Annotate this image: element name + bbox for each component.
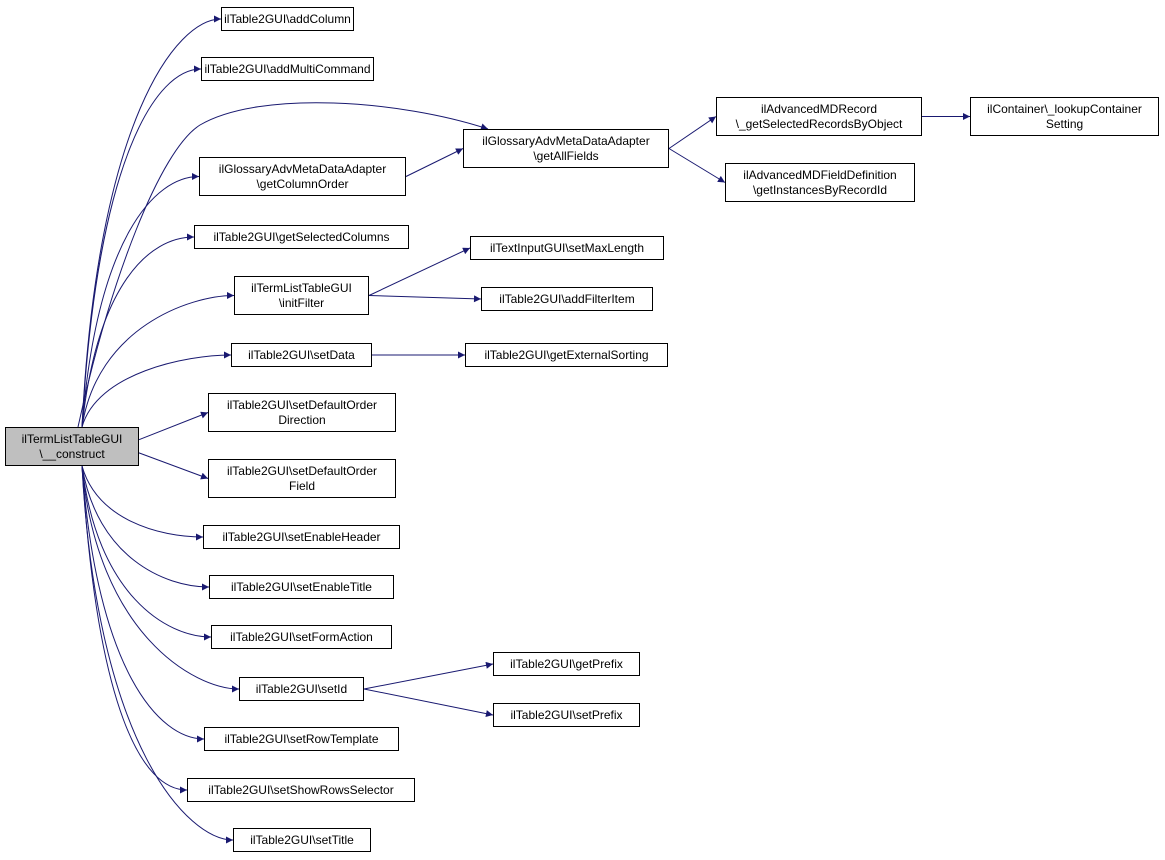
edge-root-to-addMultiCommand xyxy=(81,65,202,428)
node-add-multi-command[interactable]: ilTable2GUI\addMultiCommand xyxy=(201,57,374,81)
node-set-enable-title[interactable]: ilTable2GUI\setEnableTitle xyxy=(209,575,394,599)
node-label-line: \__construct xyxy=(39,446,105,461)
node-label-line: ilTable2GUI\setEnableHeader xyxy=(222,529,381,544)
edge-root-to-setTitle xyxy=(81,465,234,844)
edge-getAllFields-to-getSelectedRecordsByObject xyxy=(668,116,717,149)
node-get-selected-records-by-object[interactable]: ilAdvancedMDRecord\_getSelectedRecordsBy… xyxy=(716,97,922,136)
edge-root-to-setEnableTitle xyxy=(81,465,210,591)
edge-setId-to-getPrefix xyxy=(363,661,494,690)
edge-root-to-setData xyxy=(81,351,232,428)
node-get-selected-columns[interactable]: ilTable2GUI\getSelectedColumns xyxy=(194,225,409,249)
node-label-line: ilGlossaryAdvMetaDataAdapter xyxy=(482,133,650,148)
edge-root-to-setDefaultOrderField xyxy=(138,452,209,480)
node-set-id[interactable]: ilTable2GUI\setId xyxy=(239,677,364,701)
node-label-line: ilContainer\_lookupContainer xyxy=(987,101,1142,116)
edge-root-to-initFilter xyxy=(81,292,235,428)
edge-root-to-getSelectedColumns xyxy=(81,233,195,428)
node-label-line: \getColumnOrder xyxy=(256,176,349,191)
edge-initFilter-to-setMaxLength xyxy=(368,247,471,296)
node-init-filter[interactable]: ilTermListTableGUI\initFilter xyxy=(234,276,369,315)
node-set-max-length[interactable]: ilTextInputGUI\setMaxLength xyxy=(470,236,664,260)
node-label-line: ilTable2GUI\setDefaultOrder xyxy=(226,463,378,478)
node-label-line: \initFilter xyxy=(278,295,325,310)
node-get-instances-by-record-id[interactable]: ilAdvancedMDFieldDefinition\getInstances… xyxy=(725,163,915,202)
node-label-line: ilTable2GUI\setShowRowsSelector xyxy=(208,782,394,797)
node-label-line: \getInstancesByRecordId xyxy=(752,182,888,197)
node-label-line: ilTable2GUI\setRowTemplate xyxy=(224,731,379,746)
edge-root-to-setRowTemplate xyxy=(81,465,205,743)
node-set-data[interactable]: ilTable2GUI\setData xyxy=(231,343,372,367)
edge-root-to-addColumn xyxy=(81,15,222,428)
node-label-line: ilTable2GUI\getPrefix xyxy=(510,656,623,671)
node-get-prefix[interactable]: ilTable2GUI\getPrefix xyxy=(493,652,640,676)
node-label-line: ilTextInputGUI\setMaxLength xyxy=(489,240,645,255)
node-set-enable-header[interactable]: ilTable2GUI\setEnableHeader xyxy=(203,525,400,549)
node-label-line: ilTable2GUI\addFilterItem xyxy=(499,291,635,306)
node-label-line: ilTable2GUI\setDefaultOrder xyxy=(226,397,378,412)
node-label-line: ilTermListTableGUI xyxy=(21,431,123,446)
node-set-show-rows-selector[interactable]: ilTable2GUI\setShowRowsSelector xyxy=(187,778,415,802)
node-root: ilTermListTableGUI\__construct xyxy=(5,427,139,466)
node-label-line: ilTermListTableGUI xyxy=(251,280,352,295)
node-label-line: Direction xyxy=(278,412,326,427)
node-get-all-fields[interactable]: ilGlossaryAdvMetaDataAdapter\getAllField… xyxy=(463,129,669,168)
node-set-title[interactable]: ilTable2GUI\setTitle xyxy=(233,828,371,852)
edge-root-to-getColumnOrder xyxy=(81,173,200,428)
node-label-line: ilTable2GUI\setEnableTitle xyxy=(231,579,372,594)
edge-setId-to-setPrefix xyxy=(363,688,494,718)
node-set-form-action[interactable]: ilTable2GUI\setFormAction xyxy=(211,625,392,649)
edge-root-to-getAllFields xyxy=(77,102,489,428)
edge-initFilter-to-addFilterItem xyxy=(368,295,482,303)
node-add-filter-item[interactable]: ilTable2GUI\addFilterItem xyxy=(481,287,653,311)
edge-root-to-setFormAction xyxy=(81,465,212,641)
node-label-line: \getAllFields xyxy=(533,148,599,163)
node-label-line: Setting xyxy=(1045,116,1084,131)
node-label-line: ilTable2GUI\setPrefix xyxy=(510,707,623,722)
edge-root-to-setDefaultOrderDirection xyxy=(138,411,209,441)
node-label-line: ilTable2GUI\setId xyxy=(255,681,348,696)
edge-getColumnOrder-to-getAllFields xyxy=(405,148,464,177)
edge-root-to-setShowRowsSelector xyxy=(81,465,188,794)
node-label-line: ilTable2GUI\addColumn xyxy=(224,11,351,26)
node-label-line: ilTable2GUI\getSelectedColumns xyxy=(213,229,390,244)
node-label-line: Field xyxy=(288,478,315,493)
node-set-prefix[interactable]: ilTable2GUI\setPrefix xyxy=(493,703,640,727)
node-set-row-template[interactable]: ilTable2GUI\setRowTemplate xyxy=(204,727,399,751)
node-label-line: ilAdvancedMDRecord xyxy=(760,101,878,116)
node-label-line: ilTable2GUI\setTitle xyxy=(250,832,354,847)
edge-root-to-setEnableHeader xyxy=(81,465,204,541)
node-label-line: ilGlossaryAdvMetaDataAdapter xyxy=(218,161,387,176)
node-label-line: ilTable2GUI\getExternalSorting xyxy=(484,347,649,362)
node-get-column-order[interactable]: ilGlossaryAdvMetaDataAdapter\getColumnOr… xyxy=(199,157,406,196)
node-label-line: \_getSelectedRecordsByObject xyxy=(735,116,903,131)
node-label-line: ilTable2GUI\addMultiCommand xyxy=(204,61,371,76)
node-label-line: ilAdvancedMDFieldDefinition xyxy=(743,167,897,182)
node-get-external-sorting[interactable]: ilTable2GUI\getExternalSorting xyxy=(465,343,668,367)
edge-root-to-setId xyxy=(81,465,240,693)
node-label-line: ilTable2GUI\setFormAction xyxy=(230,629,373,644)
edge-getAllFields-to-getInstancesByRecordId xyxy=(668,148,726,183)
node-add-column[interactable]: ilTable2GUI\addColumn xyxy=(221,7,354,31)
node-label-line: ilTable2GUI\setData xyxy=(248,347,355,362)
